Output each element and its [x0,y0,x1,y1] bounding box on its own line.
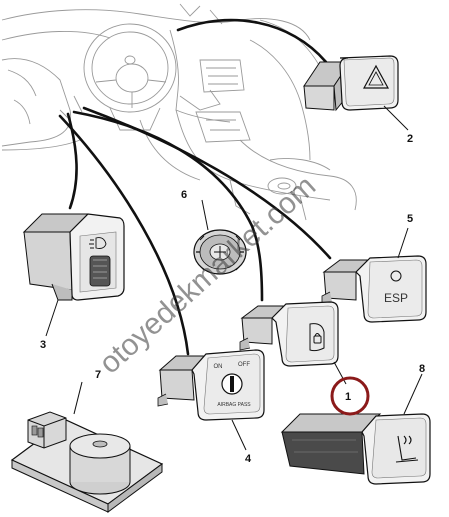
esp-indicator-icon [390,270,402,282]
headlamp-icon [89,237,107,249]
callout-1: 1 [345,391,351,403]
part-3-headlamp-switch [22,213,125,301]
callout-3: 3 [40,339,46,351]
callout-4: 4 [245,453,252,465]
callout-7: 7 [95,369,101,381]
callout-labels: 2 3 4 5 6 7 8 1 [40,133,425,465]
key-airbag-label: AIRBAG PASS [217,402,251,408]
seat-heater-icon [395,435,419,463]
leader-lines [45,105,423,451]
part-7-circuit-board [10,411,164,513]
hazard-triangle-icon [362,64,390,89]
callout-6: 6 [181,189,187,201]
part-5-esp-switch: ESP [321,255,427,323]
part-4-airbag-key-switch: ON OFF AIRBAG PASS [157,349,265,421]
key-on-label: ON [214,364,223,370]
esp-label: ESP [384,291,408,305]
connection-lines [58,18,332,356]
callout-2: 2 [407,133,413,145]
highlight-circle [330,376,370,416]
door-lock-icon [309,323,325,352]
part-2-hazard-switch [303,55,399,112]
callout-5: 5 [407,213,413,225]
key-off-label: OFF [238,362,250,368]
part-8-seat-heater-switch [280,413,431,485]
part-6-rotary-dial [193,229,247,275]
part-1-door-lock-switch [239,301,339,367]
callout-8: 8 [419,363,425,375]
